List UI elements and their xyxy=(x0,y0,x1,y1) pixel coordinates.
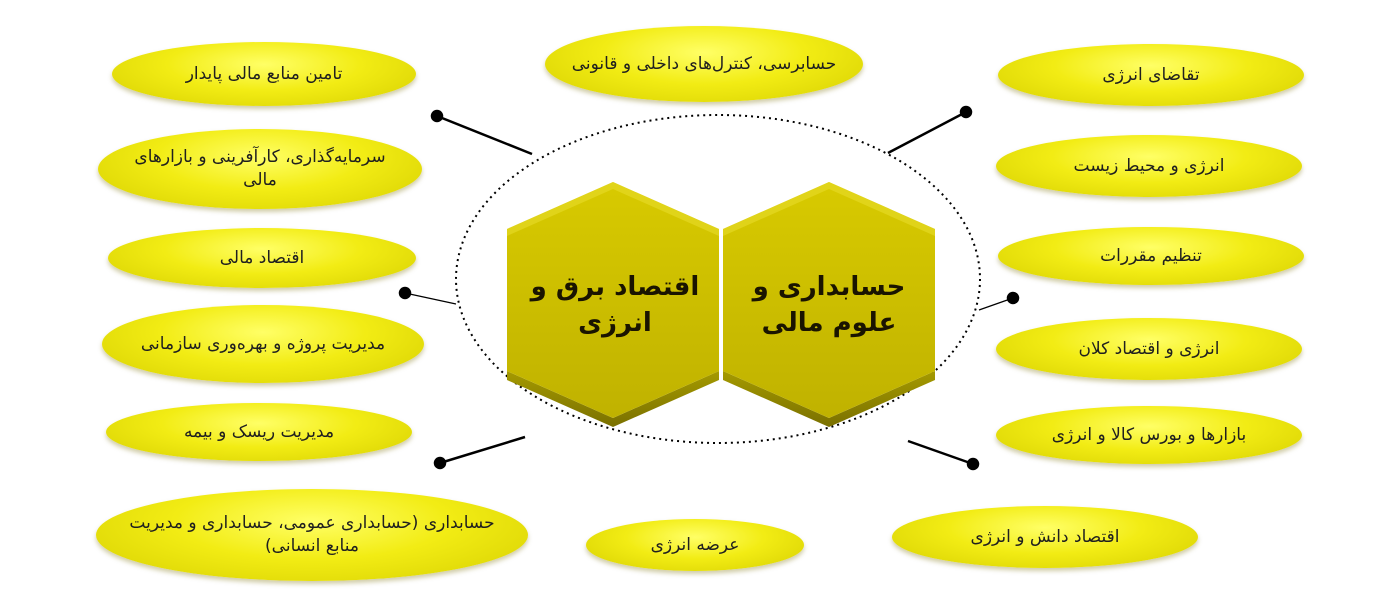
topic-energy-macroeconomics: انرژی و اقتصاد کلان xyxy=(996,318,1302,380)
topic-regulation: تنظیم مقررات xyxy=(998,227,1304,285)
topic-project-management: مدیریت پروژه و بهره‌وری سازمانی xyxy=(102,305,424,383)
topic-commodity-markets: بازارها و بورس کالا و انرژی xyxy=(996,406,1302,464)
topic-energy-environment: انرژی و محیط زیست xyxy=(996,135,1302,197)
topic-sustainable-finance: تامین منابع مالی پایدار xyxy=(112,42,416,106)
topic-risk-insurance: مدیریت ریسک و بیمه xyxy=(106,403,412,461)
connector-dot-mid-left xyxy=(398,286,412,300)
topic-financial-economics: اقتصاد مالی xyxy=(108,228,416,288)
connector-dot-top-right xyxy=(959,105,973,119)
hexagon-right xyxy=(723,182,935,427)
topic-energy-demand: تقاضای انرژی xyxy=(998,44,1304,106)
topic-energy-supply: عرضه انرژی xyxy=(586,519,804,571)
connector-dot-top-left xyxy=(430,109,444,123)
topic-auditing: حسابرسی، کنترل‌های داخلی و قانونی xyxy=(545,26,863,102)
topic-investment-entrepreneurship: سرمایه‌گذاری، کارآفرینی و بازارهای مالی xyxy=(98,129,422,209)
topic-knowledge-economy: اقتصاد دانش و انرژی xyxy=(892,506,1198,568)
hexagon-right-label: حسابداری و علوم مالی xyxy=(752,271,906,338)
connector-mid-left xyxy=(404,292,457,305)
connector-top-left xyxy=(436,114,533,156)
topic-accounting: حسابداری (حسابداری عمومی، حسابداری و مدی… xyxy=(96,489,528,581)
connector-dot-bottom-right xyxy=(966,457,980,471)
connector-dot-bottom-left xyxy=(433,456,447,470)
central-dotted-ellipse xyxy=(455,114,981,444)
hexagon-left-label: اقتصاد برق و انرژی xyxy=(530,271,700,338)
connector-dot-mid-right xyxy=(1006,291,1020,305)
connector-bottom-right xyxy=(907,439,974,466)
connectors xyxy=(398,105,1020,471)
connector-top-right xyxy=(887,110,967,155)
hexagon-left xyxy=(507,182,719,427)
connector-bottom-left xyxy=(439,435,526,465)
